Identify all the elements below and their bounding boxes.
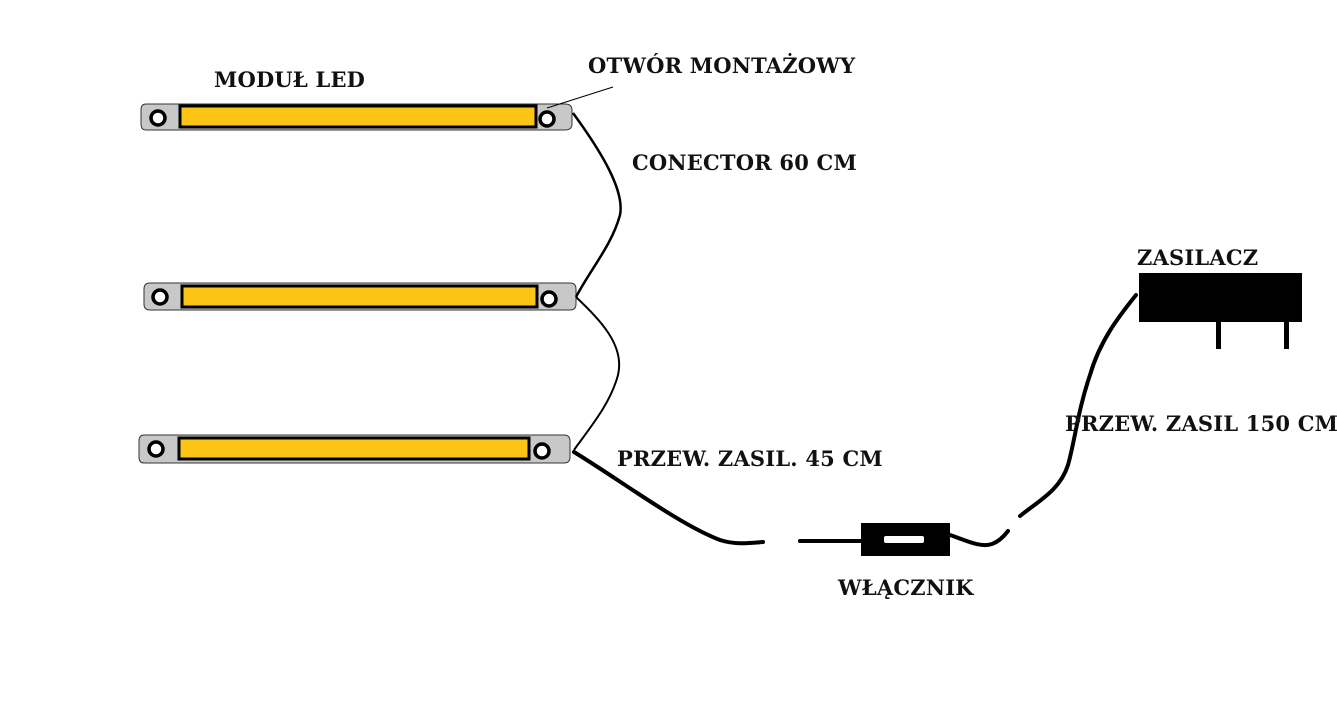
mounting-hole-right — [533, 442, 551, 460]
led-strip — [180, 284, 539, 309]
mounting-hole-left — [149, 109, 167, 127]
led-strip — [178, 104, 538, 129]
power-supply-pin-1 — [1216, 322, 1221, 349]
led-module-2 — [143, 282, 577, 311]
mounting-hole-leader-line — [546, 86, 614, 109]
power-cable-short — [572, 450, 765, 546]
led-strip — [177, 436, 531, 461]
power-supply-pin-2 — [1284, 322, 1289, 349]
switch — [861, 523, 950, 556]
led-module-3 — [138, 434, 571, 464]
switch-slot — [884, 536, 924, 543]
led-module-1 — [140, 103, 573, 131]
switch-output-cable — [948, 529, 1010, 547]
power-supply — [1139, 273, 1302, 349]
connector-cable-2 — [573, 296, 621, 451]
label-led-module: MODUŁ LED — [214, 67, 366, 92]
label-connector: CONECTOR 60 CM — [632, 150, 857, 175]
mounting-hole-left — [151, 288, 169, 306]
label-power-cable-long: PRZEW. ZASIL 150 CM — [1065, 411, 1337, 436]
power-cable-long — [1018, 293, 1138, 518]
mounting-hole-left — [147, 440, 165, 458]
mounting-hole-right — [540, 290, 558, 308]
label-switch: WŁĄCZNIK — [838, 575, 974, 600]
connector-cable-1 — [571, 112, 622, 298]
mounting-hole-right — [538, 110, 556, 128]
power-supply-body — [1139, 273, 1302, 322]
label-power-supply: ZASILACZ — [1137, 245, 1259, 270]
label-power-cable-short: PRZEW. ZASIL. 45 CM — [617, 446, 883, 471]
label-mounting-hole: OTWÓR MONTAŻOWY — [588, 53, 856, 78]
